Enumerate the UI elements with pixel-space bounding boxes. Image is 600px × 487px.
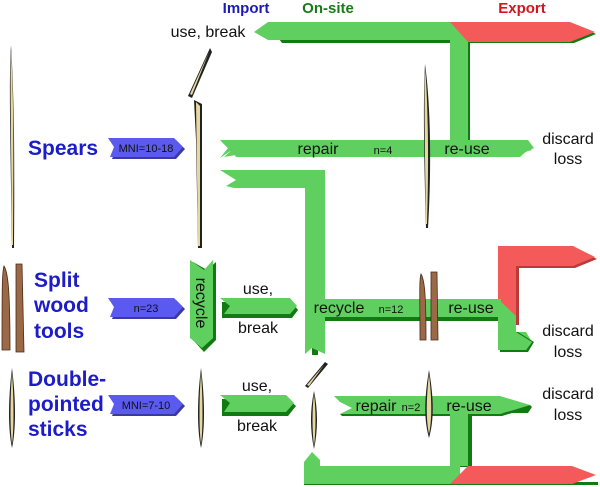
recycle-vertical-flow [190,260,216,352]
label-spears-reuse: re-use [444,141,489,158]
category-split-line1: Split [34,269,80,292]
category-split-line3: tools [34,320,84,343]
category-dps-line2: pointed [28,393,104,416]
label-dps-reuse: re-use [446,398,491,415]
flow-arrow-export-middle [498,246,595,322]
label-split-recycle: recycle [314,300,365,317]
label-split-use: use, [243,281,273,298]
count-tag-spears: MNI=10-18 [108,138,185,159]
header-onsite: On-site [302,0,354,17]
label-top-use-break: use, break [171,24,247,41]
split-use-flow [220,298,298,318]
flow-arrow-spears-recycle [220,170,325,354]
label-split-recycle-n: n=12 [379,304,404,316]
split-recycle-flow [325,246,597,352]
count-spears: MNI=10-18 [119,143,174,155]
category-dps-line3: sticks [28,418,88,441]
label-split-break: break [238,320,279,337]
header-import: Import [223,0,270,17]
outcome-split-discard: discard [542,323,594,340]
spear-icon-import [9,45,15,248]
label-dps-use: use, [242,378,272,395]
broken-spear-icon [188,48,212,248]
flow-arrow-bottom-return [304,452,460,484]
dps-icon-import [9,368,15,448]
outcome-split-loss: loss [554,344,582,361]
outcome-dps-discard: discard [542,386,594,403]
bottom-flow [304,414,598,485]
count-tag-split: n=23 [108,298,185,319]
flow-arrow-dps-use [220,395,294,412]
category-spears: Spears [28,137,98,160]
outcome-spears-loss: loss [554,151,582,168]
flow-arrow-export-bottom [450,466,596,484]
label-spears-repair: repair [298,141,340,158]
dps-icon-broken [305,362,328,449]
dps-use-flow [220,395,296,416]
spear-icon-reuse [423,64,431,228]
spears-repair-flow [220,140,534,158]
top-flow [254,22,596,150]
count-tag-dps: MNI=7-10 [108,395,185,416]
dps-icon-repair [425,370,433,438]
count-dps: MNI=7-10 [122,400,171,412]
flow-arrow-split-discard [498,299,532,350]
label-dps-repair: repair [356,398,398,415]
flow-connector-top-vertical [450,22,468,140]
count-split: n=23 [134,303,159,315]
flow-arrow-split-use [220,298,297,314]
outcome-dps-loss: loss [554,407,582,424]
category-split-line2: wood [33,294,89,317]
flow-arrow-top-left [254,22,450,40]
spears-recycle-path [220,170,325,355]
label-dps-repair-n: n=2 [402,402,421,414]
category-dps-line1: Double- [28,368,106,391]
label-dps-break: break [237,418,278,435]
split-wood-icon-recycle [419,271,439,341]
header-export: Export [498,0,546,17]
label-split-reuse: re-use [448,300,493,317]
split-wood-icon-import [1,263,25,353]
label-recycle-vertical: recycle [192,278,209,329]
flow-arrow-spears-repair [220,140,534,157]
outcome-spears-discard: discard [542,131,594,148]
flow-arrow-recycle-vertical [190,260,213,348]
label-spears-repair-n: n=4 [374,145,393,157]
flow-arrow-export-top [450,22,595,42]
dps-icon-use [198,368,204,448]
